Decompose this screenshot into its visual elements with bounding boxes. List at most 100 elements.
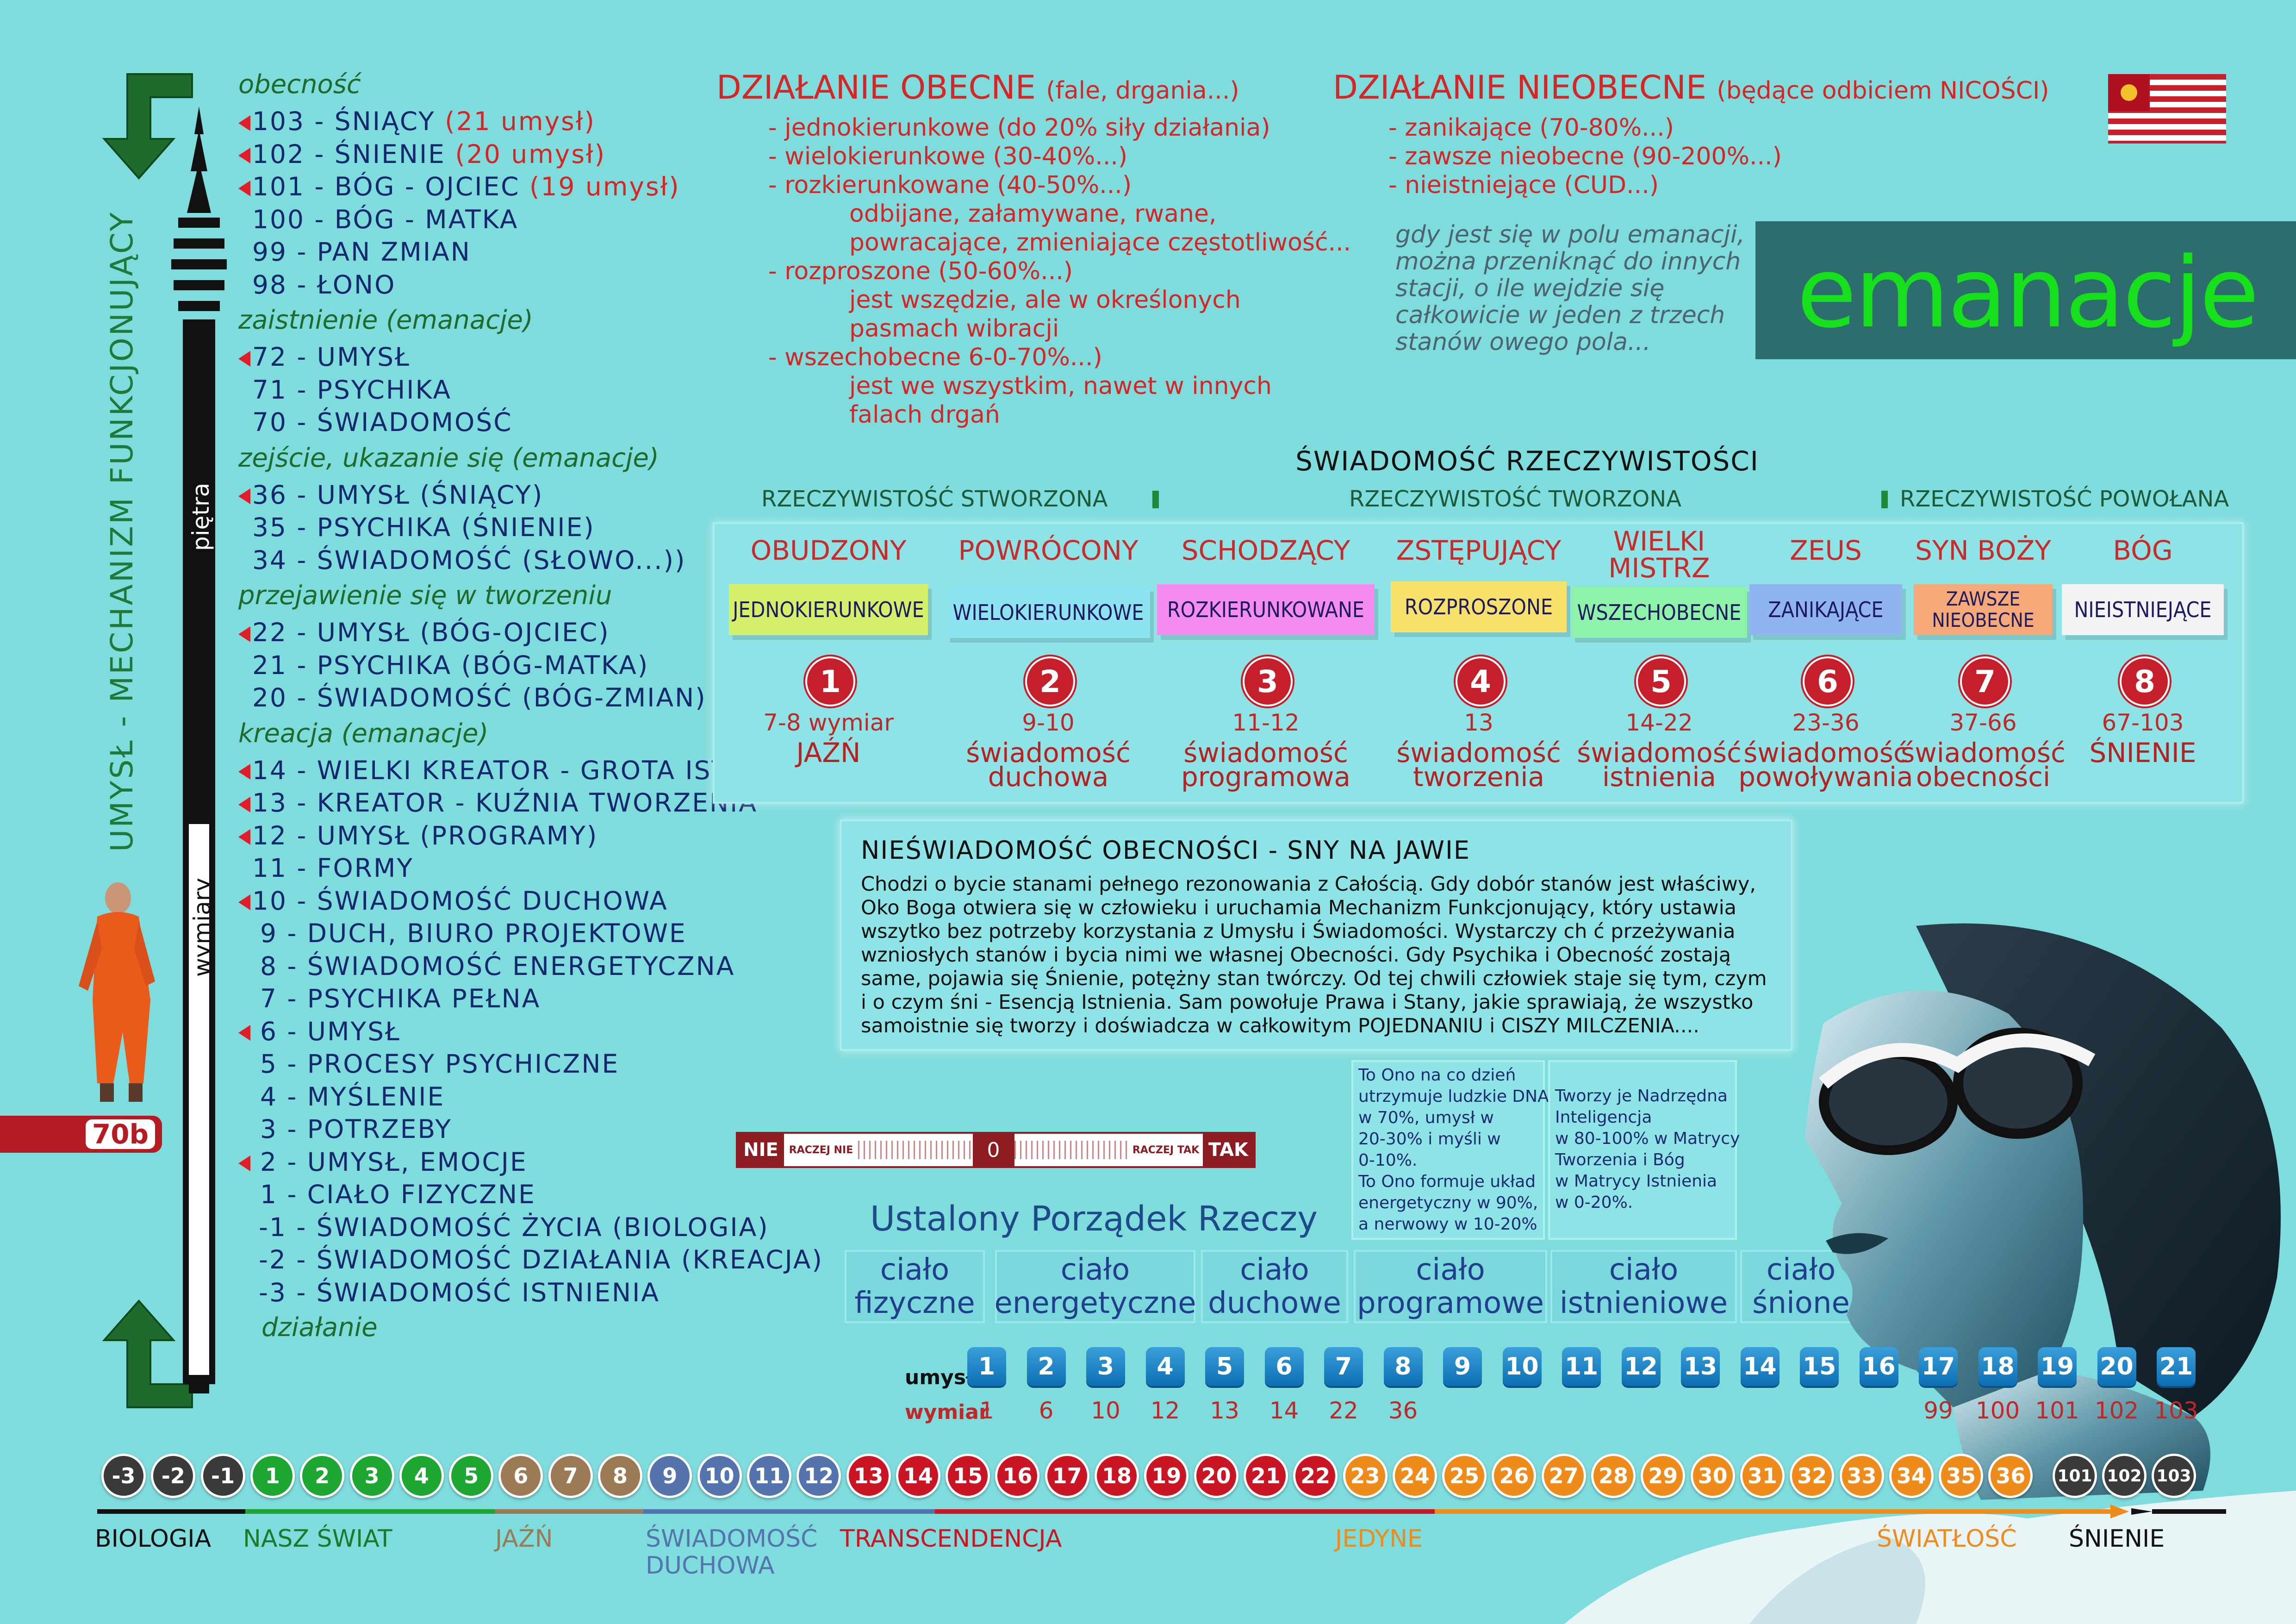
small-box-1 xyxy=(1351,1060,1545,1240)
scale-circle-3: 3 xyxy=(349,1454,394,1498)
obecne-line: jest we wszystkim, nawet w innych xyxy=(849,372,1272,400)
body-line: ciało xyxy=(880,1253,950,1287)
category-label: WIELKI MISTRZ xyxy=(1608,525,1710,584)
level-marker-icon xyxy=(238,115,250,131)
scale-circle-7: 7 xyxy=(548,1454,593,1498)
level-item: 3 - POTRZEBY xyxy=(238,1114,452,1144)
body-line: istnieniowe xyxy=(1559,1286,1728,1320)
scale-zero[interactable]: 0 xyxy=(972,1134,1014,1166)
level-text: - UMYSŁ (PROGRAMY) xyxy=(287,820,598,850)
obecne-subtitle: (fale, drgania...) xyxy=(1046,77,1239,105)
level-text: - ŚNIĄCY xyxy=(305,106,436,136)
level-number: 98 xyxy=(252,269,287,300)
level-item: 22 - UMYSŁ (BÓG-OJCIEC) xyxy=(238,618,610,647)
group-heading: zejście, ukazanie się (emanacje) xyxy=(238,443,659,473)
level-text: - ŚWIADOMOŚĆ (BÓG-ZMIAN) xyxy=(287,683,707,712)
scale-circle-4: 4 xyxy=(399,1454,444,1498)
obecne-line: odbijane, załamywane, rwane, xyxy=(849,200,1217,228)
nieobecne-line: - nieistniejące (CUD...) xyxy=(1388,171,1659,199)
tower-bar xyxy=(171,106,227,1393)
bottom-turn-arrow-icon xyxy=(102,1299,193,1408)
level-number: 103 xyxy=(252,106,305,136)
note-line: całkowicie w jeden z trzech xyxy=(1395,301,1725,329)
level-item: 11 - FORMY xyxy=(238,853,414,883)
scale-circle-2: 2 xyxy=(300,1454,345,1498)
wymiar-value: 99 xyxy=(1923,1397,1953,1424)
bar-label-wymiary: wymiary xyxy=(189,878,216,977)
obecne-title-text: DZIAŁANIE OBECNE xyxy=(716,69,1036,106)
umysl-box-18: 18 xyxy=(1978,1347,2017,1386)
pill-6: ZANIKAJĄCE xyxy=(1749,584,1902,635)
number-badge-3: 3 xyxy=(1243,656,1293,706)
category-label: POWRÓCONY xyxy=(958,535,1139,566)
obecne-title: DZIAŁANIE OBECNE (fale, drgania...) xyxy=(716,69,1239,106)
scale-circle--1: -1 xyxy=(200,1454,245,1498)
scale-circle-23: 23 xyxy=(1343,1454,1388,1498)
pill-5: WSZECHOBECNE xyxy=(1571,587,1747,638)
scale-raczej-nie[interactable]: RACZEJ NIE xyxy=(789,1144,853,1156)
text-line: w 80-100% w Matrycy xyxy=(1555,1129,1740,1148)
bottom-label: ŚNIENIE xyxy=(2069,1525,2165,1553)
level-number: 22 xyxy=(252,618,287,647)
obecne-line: falach drgań xyxy=(849,401,1000,429)
wymiar-value: 14 xyxy=(1269,1397,1299,1424)
level-text: - MYŚLENIE xyxy=(278,1081,445,1112)
scale-circle-30: 30 xyxy=(1690,1454,1735,1498)
emanacje-title-box xyxy=(1755,221,2296,359)
text-line: Tworzenia i Bóg xyxy=(1555,1150,1685,1169)
umysl-box-11: 11 xyxy=(1562,1347,1601,1386)
umysl-label: umysł xyxy=(905,1366,974,1389)
wymiar-value: 12 xyxy=(1150,1397,1180,1424)
umysl-box-10: 10 xyxy=(1502,1347,1542,1386)
obecne-line: - wszechobecne 6-0-70%...) xyxy=(768,344,1102,371)
level-item: 101 - BÓG - OJCIEC (19 umysł) xyxy=(238,172,680,201)
woman-portrait xyxy=(1564,923,2296,1624)
level-number: 10 xyxy=(252,886,287,916)
pill-1: JEDNOKIERUNKOWE xyxy=(729,584,928,635)
wymiar-value: 100 xyxy=(1975,1397,2020,1424)
scale-circle-5: 5 xyxy=(449,1454,494,1498)
range-label: 23-36 xyxy=(1792,709,1860,736)
umysl-box-8: 8 xyxy=(1383,1347,1423,1386)
desc-label: świadomość istnienia xyxy=(1577,737,1742,793)
text-line: wzniosłych stanów i bycia nimi we własne… xyxy=(861,943,1731,967)
scale-circle-11: 11 xyxy=(747,1454,791,1498)
level-number: 1 xyxy=(260,1180,278,1209)
nieswiadomosc-title: NIEŚWIADOMOŚĆ OBECNOŚCI - SNY NA JAWIE xyxy=(861,836,1471,865)
text-line: Inteligencja xyxy=(1555,1108,1652,1127)
range-label: 14-22 xyxy=(1625,709,1693,736)
body-line: ciało xyxy=(1240,1253,1309,1287)
scale-raczej-tak[interactable]: RACZEJ TAK xyxy=(1132,1144,1200,1156)
desc-label: JAŹŃ xyxy=(796,737,861,768)
level-item: 99 - PAN ZMIAN xyxy=(238,237,471,267)
level-number: 2 xyxy=(260,1147,278,1177)
scale-tak[interactable]: TAK xyxy=(1203,1134,1254,1166)
obecne-line: - jednokierunkowe (do 20% siły działania… xyxy=(768,114,1270,142)
scale-nie[interactable]: NIE xyxy=(738,1134,784,1166)
level-number: 99 xyxy=(252,237,287,267)
rzecz-tworzona: RZECZYWISTOŚĆ TWORZONA xyxy=(1349,486,1682,512)
scale-circle-13: 13 xyxy=(846,1454,891,1498)
number-badge-1: 1 xyxy=(805,656,855,706)
desc-label: świadomość duchowa xyxy=(966,737,1131,793)
level-text: - UMYSŁ (BÓG-OJCIEC) xyxy=(287,618,610,647)
level-extra: (21 umysł) xyxy=(435,106,596,136)
scale-circle-15: 15 xyxy=(946,1454,990,1498)
vertical-title: UMYSŁ - MECHANIZM FUNKCJONUJĄCY xyxy=(104,211,140,852)
level-marker-icon xyxy=(238,894,250,911)
text-line: To Ono formuje układ xyxy=(1358,1172,1536,1191)
level-item: 72 - UMYSŁ xyxy=(238,342,411,372)
pill-4: ROZPROSZONE xyxy=(1391,581,1567,632)
nieswiadomosc-text: Chodzi o bycie stanami pełnego rezonowan… xyxy=(861,873,1767,1038)
group-heading: przejawienie się w tworzeniu xyxy=(238,581,612,611)
level-number: 100 xyxy=(252,204,305,234)
nieobecne-note: gdy jest się w polu emanacji,można przen… xyxy=(1395,221,1745,356)
nieobecne-lines: - zanikające (70-80%...)- zawsze nieobec… xyxy=(1388,113,1782,200)
level-text: - ŚWIADOMOŚĆ DUCHOWA xyxy=(287,886,668,916)
nieobecne-line: - zanikające (70-80%...) xyxy=(1388,114,1674,142)
